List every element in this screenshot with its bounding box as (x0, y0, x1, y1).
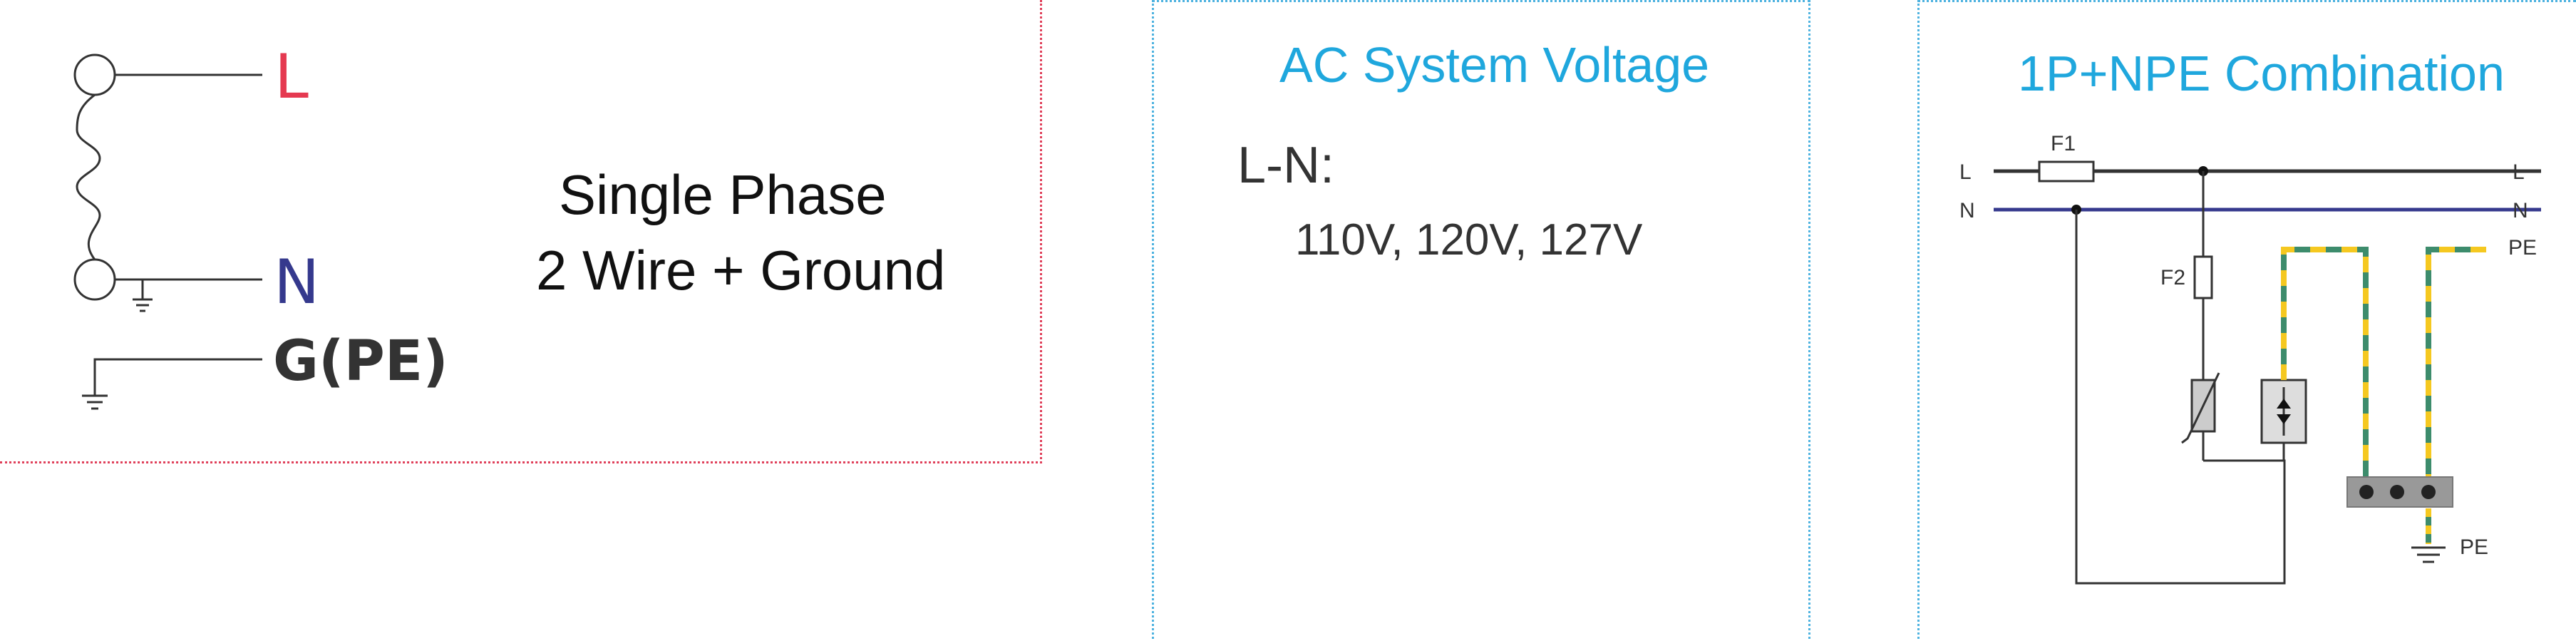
fuse-f2-icon (2193, 255, 2213, 299)
label-n-left: N (1959, 199, 1975, 222)
line-g-wire (93, 358, 262, 396)
fuse-f1-icon (2038, 160, 2095, 183)
label-l: L (274, 41, 309, 113)
description-line2: 2 Wire + Ground (536, 239, 946, 302)
pe-wires (2281, 247, 2486, 544)
ln-label: L-N: (1237, 137, 1335, 194)
label-f1: F1 (2051, 132, 2076, 155)
label-f2: F2 (2160, 266, 2186, 289)
label-g-pe: G(PE) (273, 329, 448, 394)
voltage-panel-title: AC System Voltage (1279, 37, 1710, 93)
label-l-left: L (1959, 160, 1972, 184)
combination-schematic (1994, 160, 2541, 585)
terminal-l-icon (73, 53, 116, 96)
voltage-values: 110V, 120V, 127V (1295, 215, 1643, 265)
combination-panel: 1P+NPE Combination (1917, 0, 2576, 639)
coil-icon (76, 93, 101, 260)
description-line1: Single Phase (559, 163, 887, 226)
label-n-right: N (2513, 199, 2528, 222)
terminal-n-icon (73, 258, 116, 301)
ground-icon (2411, 546, 2446, 563)
single-phase-schematic (73, 53, 262, 410)
single-phase-panel: L N G(PE) Single Phase 2 Wire + Ground (0, 0, 1042, 463)
label-n: N (274, 247, 320, 318)
label-pe-bottom: PE (2460, 535, 2489, 559)
voltage-panel: AC System Voltage L-N: 110V, 120V, 127V (1152, 0, 1810, 639)
label-l-right: L (2513, 160, 2525, 184)
label-pe-right: PE (2508, 236, 2538, 260)
combination-panel-title: 1P+NPE Combination (2018, 46, 2505, 101)
